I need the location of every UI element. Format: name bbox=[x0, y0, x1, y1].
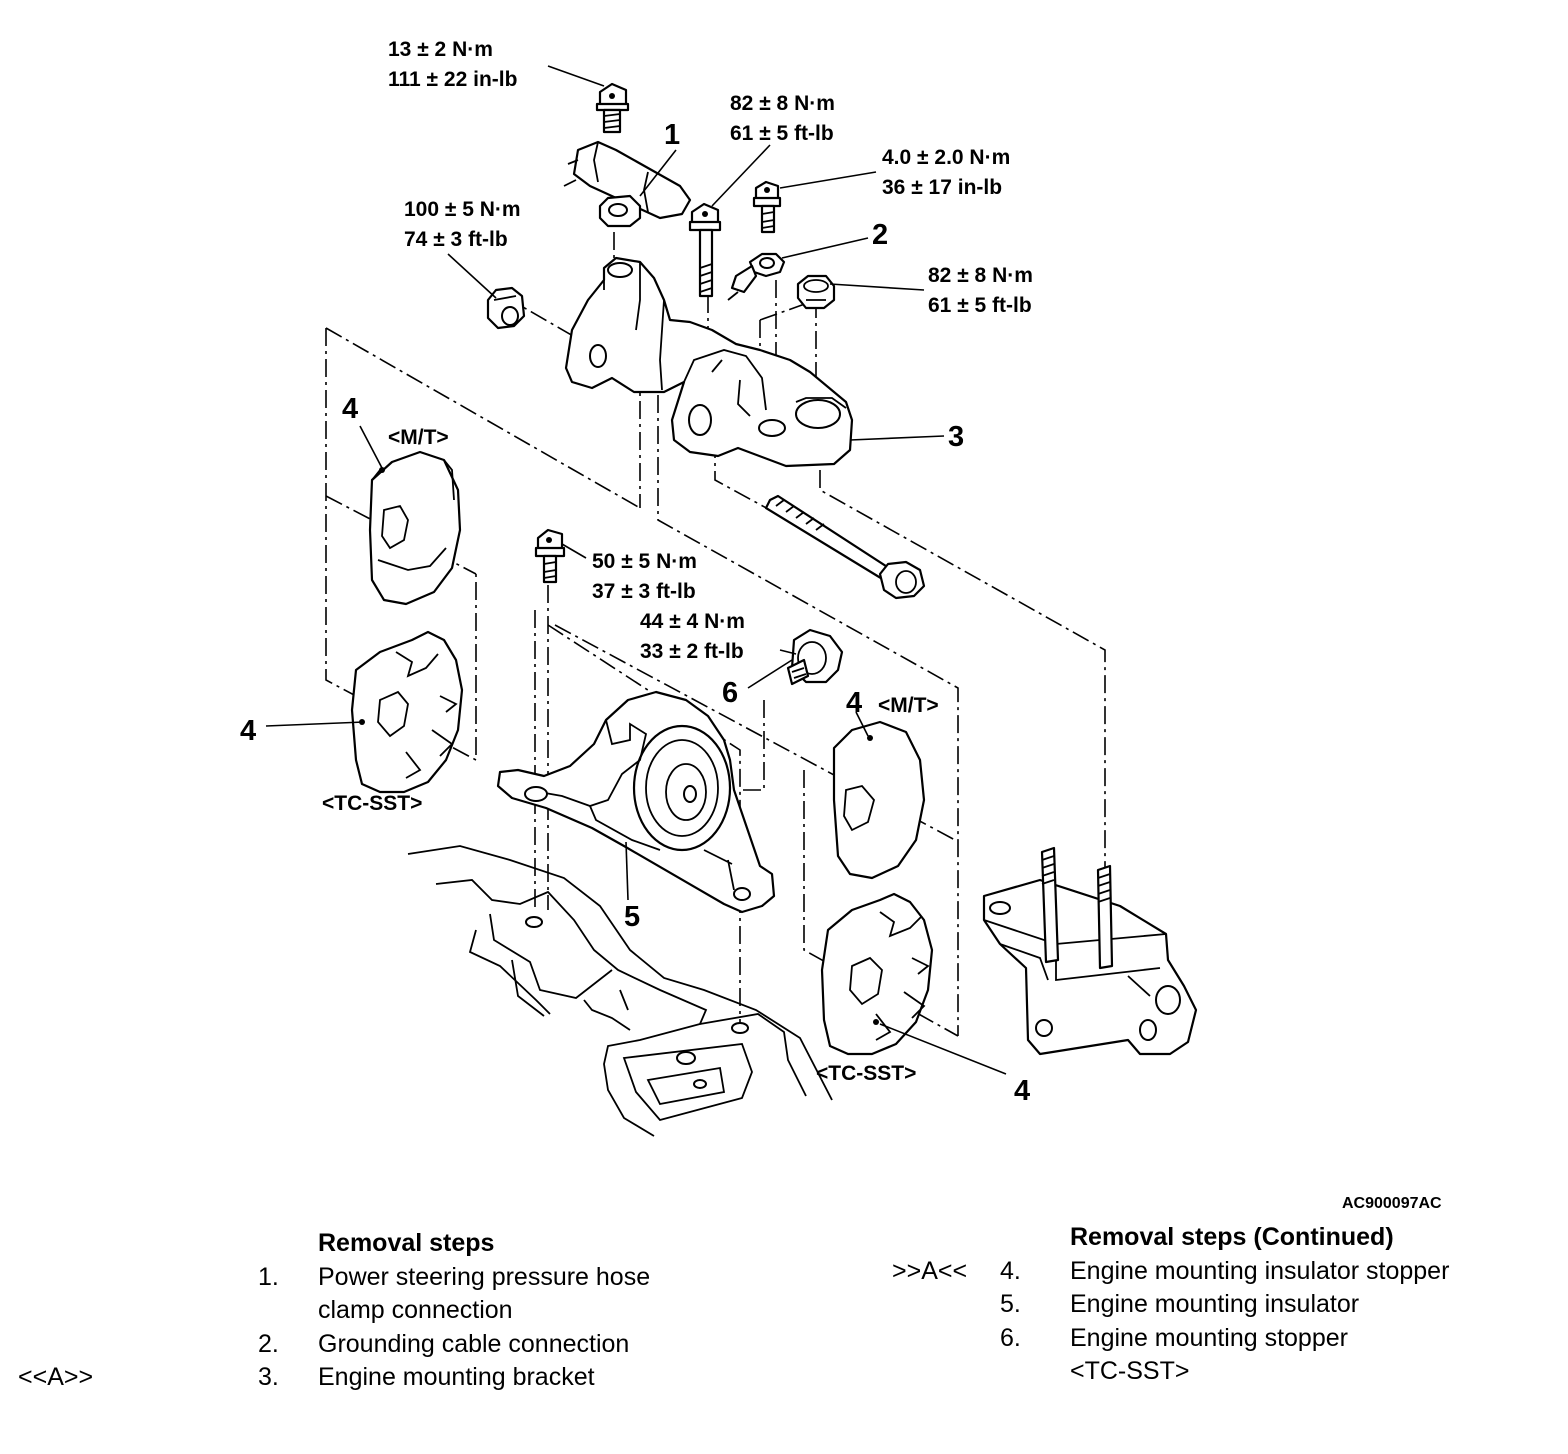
step-row: clamp connection bbox=[18, 1294, 650, 1328]
callout-4-left: 4 bbox=[240, 715, 256, 747]
engine-mounting-insulator bbox=[496, 690, 776, 914]
figure-id: AC900097AC bbox=[1342, 1195, 1442, 1212]
insulator-stopper-tcsst-upper bbox=[350, 630, 464, 794]
step-mark: >>A<< bbox=[892, 1256, 968, 1285]
torque-t2-line2: 61 ± 5 ft-lb bbox=[730, 122, 834, 145]
torque-t3-line1: 4.0 ± 2.0 N·m bbox=[882, 146, 1010, 169]
pressure-hose-clamp bbox=[563, 140, 692, 228]
insulator-bolt-and-stopper bbox=[534, 528, 844, 686]
step-row: <TC-SST> bbox=[892, 1355, 1449, 1389]
upper-fasteners bbox=[486, 82, 926, 600]
step-mark bbox=[892, 1355, 1000, 1389]
step-row: 1. Power steering pressure hose bbox=[18, 1261, 650, 1295]
alignment-lines bbox=[325, 170, 1106, 1037]
step-mark: <<A>> bbox=[18, 1363, 94, 1391]
torque-t2-line1: 82 ± 8 N·m bbox=[730, 92, 835, 115]
torque-t7-line1: 44 ± 4 N·m bbox=[640, 610, 745, 633]
torque-labels: 13 ± 2 N·m 111 ± 22 in-lb 82 ± 8 N·m 61 … bbox=[388, 38, 1033, 663]
variant-mt-right: <M/T> bbox=[878, 694, 939, 717]
step-mark bbox=[892, 1322, 1000, 1356]
step-text: Engine mounting stopper bbox=[1070, 1323, 1348, 1352]
callout-5: 5 bbox=[624, 901, 640, 933]
torque-t3-line2: 36 ± 17 in-lb bbox=[882, 176, 1002, 199]
step-text: Engine mounting bracket bbox=[318, 1363, 595, 1391]
step-row: <<A>> 3. Engine mounting bracket bbox=[18, 1361, 650, 1395]
torque-t6-line2: 37 ± 3 ft-lb bbox=[592, 580, 696, 603]
leader-lines bbox=[265, 65, 1007, 1075]
removal-steps-left: Removal steps 1. Power steering pressure… bbox=[18, 1227, 650, 1395]
insulator-stopper-tcsst-lower bbox=[820, 892, 934, 1056]
step-number bbox=[1000, 1355, 1070, 1389]
step-row: 6. Engine mounting stopper bbox=[892, 1322, 1449, 1356]
variant-labels: <M/T> <TC-SST> <M/T> <TC-SST> bbox=[322, 426, 939, 1085]
steps-right-header-row: Removal steps (Continued) bbox=[892, 1221, 1449, 1255]
torque-t5-line1: 82 ± 8 N·m bbox=[928, 264, 1033, 287]
callout-numbers: 1 2 3 4 4 4 4 5 6 bbox=[240, 119, 1030, 1107]
step-text: Engine mounting insulator bbox=[1070, 1290, 1360, 1318]
callout-4-upper-left: 4 bbox=[342, 393, 358, 425]
vehicle-body-frame bbox=[407, 845, 833, 1137]
step-number: 4. bbox=[1000, 1256, 1021, 1285]
torque-t4-line2: 74 ± 3 ft-lb bbox=[404, 228, 508, 251]
variant-tcsst-left: <TC-SST> bbox=[322, 792, 422, 815]
torque-t4-line1: 100 ± 5 N·m bbox=[404, 198, 521, 221]
variant-mt-upper: <M/T> bbox=[388, 426, 449, 449]
torque-t7-line2: 33 ± 2 ft-lb bbox=[640, 640, 744, 663]
step-mark bbox=[892, 1288, 1000, 1322]
callout-6: 6 bbox=[722, 677, 738, 709]
step-mark bbox=[18, 1328, 118, 1362]
step-row: >>A<< 4. Engine mounting insulator stopp… bbox=[892, 1255, 1449, 1289]
callout-3: 3 bbox=[948, 421, 964, 453]
insulator-stopper-mt-upper bbox=[368, 450, 462, 606]
steps-right-header: Removal steps (Continued) bbox=[1070, 1223, 1394, 1251]
step-number: 6. bbox=[1000, 1323, 1021, 1352]
callout-4-right: 4 bbox=[846, 687, 862, 719]
transmission-bracket bbox=[982, 846, 1198, 1056]
step-number: 3. bbox=[258, 1363, 279, 1391]
torque-t6-line1: 50 ± 5 N·m bbox=[592, 550, 697, 573]
step-number: 5. bbox=[1000, 1290, 1021, 1318]
step-text: Power steering pressure hose bbox=[318, 1262, 651, 1291]
callout-1: 1 bbox=[664, 119, 680, 151]
variant-tcsst-right: <TC-SST> bbox=[816, 1062, 916, 1085]
torque-t1-line1: 13 ± 2 N·m bbox=[388, 38, 493, 61]
steps-left-header: Removal steps bbox=[318, 1229, 495, 1257]
engine-mounting-bracket bbox=[564, 256, 854, 468]
callout-4-lower-right: 4 bbox=[1014, 1075, 1030, 1107]
torque-t1-line2: 111 ± 22 in-lb bbox=[388, 68, 517, 91]
step-text: clamp connection bbox=[318, 1296, 513, 1324]
insulator-stopper-mt-lower bbox=[832, 720, 926, 880]
step-number bbox=[118, 1294, 318, 1328]
torque-t5-line2: 61 ± 5 ft-lb bbox=[928, 294, 1032, 317]
step-row: 2. Grounding cable connection bbox=[18, 1328, 650, 1362]
step-mark bbox=[18, 1294, 118, 1328]
step-number: 1. bbox=[258, 1262, 279, 1291]
step-text: Grounding cable connection bbox=[318, 1329, 630, 1358]
callout-2: 2 bbox=[872, 219, 888, 251]
step-number: 2. bbox=[258, 1329, 279, 1358]
removal-steps-right: Removal steps (Continued) >>A<< 4. Engin… bbox=[892, 1221, 1449, 1389]
step-text: Engine mounting insulator stopper bbox=[1070, 1256, 1450, 1285]
step-mark bbox=[18, 1261, 118, 1295]
steps-left-header-row: Removal steps bbox=[18, 1227, 650, 1261]
step-text: <TC-SST> bbox=[1070, 1357, 1190, 1385]
step-row: 5. Engine mounting insulator bbox=[892, 1288, 1449, 1322]
